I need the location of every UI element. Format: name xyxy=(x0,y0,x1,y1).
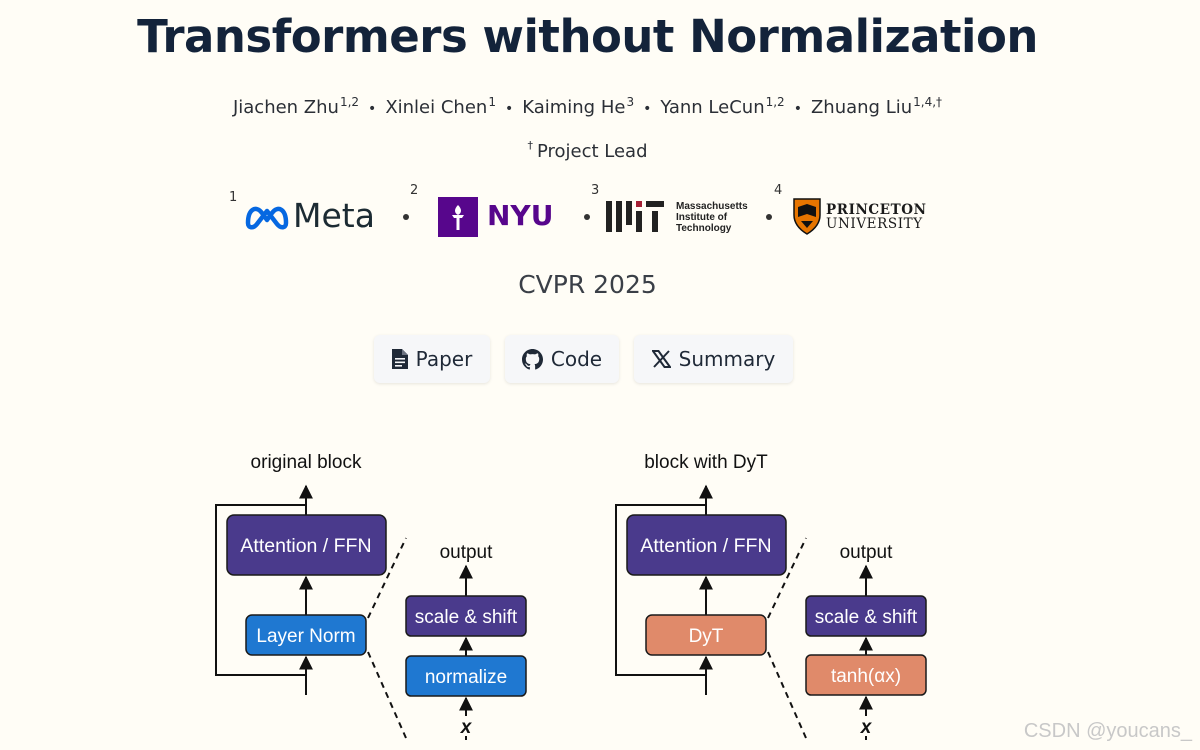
author-name: Jiachen Zhu xyxy=(232,97,339,118)
mit-logo-text: Massachusetts Institute of Technology xyxy=(676,201,748,234)
author-affil: 1,2 xyxy=(339,95,360,109)
mit-line: Massachusetts xyxy=(676,201,748,212)
author-affil: 1,2 xyxy=(765,95,785,109)
project-lead-note: †Project Lead xyxy=(0,139,1175,162)
lead-text: Project Lead xyxy=(536,141,648,162)
mit-line: Technology xyxy=(676,223,732,234)
github-icon xyxy=(521,348,543,370)
venue-label: CVPR 2025 xyxy=(518,270,657,299)
scale-shift-label: scale & shift xyxy=(815,607,918,628)
summary-button[interactable]: Summary xyxy=(634,335,793,383)
residual-connection xyxy=(615,504,706,676)
mit-line: Institute of xyxy=(676,212,728,223)
author-affil: 1,4,† xyxy=(913,95,943,109)
dyt-label: DyT xyxy=(689,626,724,647)
affil-number: 4 xyxy=(774,183,783,198)
nyu-logo-text: NYU xyxy=(487,199,554,232)
author-affil: 3 xyxy=(626,95,635,109)
affil-number: 3 xyxy=(591,183,600,198)
layer-norm-box xyxy=(245,614,367,656)
author-3[interactable]: Kaiming He3 xyxy=(522,95,635,118)
mit-logo-icon xyxy=(606,201,664,232)
author-2[interactable]: Xinlei Chen1 xyxy=(385,95,496,118)
meta-logo-icon xyxy=(245,206,289,230)
nyu-torch-logo-icon xyxy=(438,197,478,237)
princeton-logo-text: PRINCETON UNIVERSITY xyxy=(826,203,927,231)
author-name: Yann LeCun xyxy=(660,97,765,118)
watermark: CSDN @youcans_ xyxy=(1023,720,1192,742)
author-4[interactable]: Yann LeCun1,2 xyxy=(660,95,785,118)
attention-ffn-label: Attention / FFN xyxy=(240,535,371,557)
author-name: Xinlei Chen xyxy=(385,97,488,118)
author-affil: 1 xyxy=(488,95,496,109)
affil-number: 2 xyxy=(410,183,419,198)
scale-shift-box xyxy=(805,595,927,637)
original-block-diagram: original block Attention / FFN Layer Nor… xyxy=(215,452,527,740)
output-label: output xyxy=(440,542,494,563)
meta-logo-text: Meta xyxy=(293,196,375,235)
princeton-line: UNIVERSITY xyxy=(826,216,923,232)
scale-shift-label: scale & shift xyxy=(415,607,518,628)
zoom-line xyxy=(767,537,807,619)
layer-norm-label: Layer Norm xyxy=(256,626,355,647)
code-button[interactable]: Code xyxy=(505,335,619,383)
summary-button-label: Summary xyxy=(678,347,776,371)
dyt-block-diagram: block with DyT Attention / FFN DyT outpu… xyxy=(615,452,927,740)
author-separator: • xyxy=(368,101,377,117)
scale-shift-box xyxy=(405,595,527,637)
zoom-line xyxy=(767,651,807,739)
file-icon xyxy=(391,349,408,369)
tanh-label: tanh(αx) xyxy=(831,666,901,687)
attention-ffn-box xyxy=(626,514,787,576)
princeton-shield-icon xyxy=(793,198,821,235)
author-5[interactable]: Zhuang Liu1,4,† xyxy=(810,95,943,118)
dyt-block-title: block with DyT xyxy=(644,452,768,473)
author-separator: • xyxy=(504,101,514,117)
normalize-label: normalize xyxy=(425,667,507,688)
tanh-box xyxy=(805,654,927,696)
input-x-label: x xyxy=(860,717,873,738)
residual-connection xyxy=(215,504,306,676)
output-label: output xyxy=(840,542,894,563)
page-title: Transformers without Normalization xyxy=(137,10,1038,63)
affil-number: 1 xyxy=(229,190,238,205)
input-x-label: x xyxy=(460,717,473,738)
author-1[interactable]: Jiachen Zhu1,2 xyxy=(232,95,360,118)
original-block-title: original block xyxy=(251,452,362,473)
logo-separator xyxy=(403,214,409,220)
princeton-line: PRINCETON xyxy=(826,202,927,218)
author-separator: • xyxy=(793,101,802,117)
attention-ffn-box xyxy=(226,514,387,576)
author-name: Zhuang Liu xyxy=(810,97,913,118)
author-list: Jiachen Zhu1,2•Xinlei Chen1•Kaiming He3•… xyxy=(0,95,1175,118)
lead-mark: † xyxy=(527,139,533,152)
paper-button-label: Paper xyxy=(415,347,473,371)
logo-separator xyxy=(584,214,590,220)
logo-separator xyxy=(766,214,772,220)
author-name: Kaiming He xyxy=(522,97,626,118)
author-separator: • xyxy=(643,101,652,117)
code-button-label: Code xyxy=(550,347,603,371)
paper-button[interactable]: Paper xyxy=(374,335,490,383)
normalize-box xyxy=(405,655,527,697)
attention-ffn-label: Attention / FFN xyxy=(640,535,771,557)
dyt-box xyxy=(645,614,767,656)
zoom-line xyxy=(367,537,407,619)
zoom-line xyxy=(367,651,407,739)
x-twitter-icon xyxy=(651,350,671,368)
